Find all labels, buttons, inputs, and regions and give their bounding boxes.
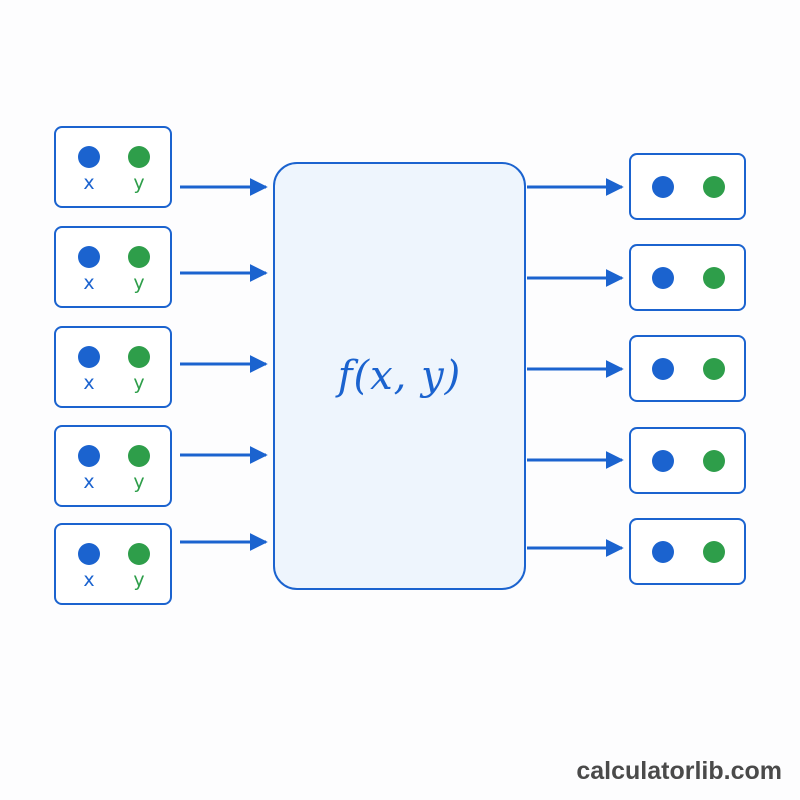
output-box-5: [629, 518, 746, 585]
input-box-3: x y: [54, 326, 172, 408]
input-box-5: x y: [54, 523, 172, 605]
input-box-4: x y: [54, 425, 172, 507]
input-box-2: x y: [54, 226, 172, 308]
y-dot: [128, 445, 150, 467]
output-box-2: [629, 244, 746, 311]
x-label: x: [83, 471, 95, 493]
function-box: f(x, y): [273, 162, 526, 590]
brand-watermark: calculatorlib.com: [576, 757, 782, 785]
y-dot: [703, 267, 725, 289]
output-box-3: [629, 335, 746, 402]
x-dot: [652, 267, 674, 289]
y-label: y: [133, 569, 145, 591]
function-label: f(x, y): [337, 353, 462, 399]
y-dot: [128, 543, 150, 565]
x-label: x: [83, 172, 95, 194]
x-dot: [652, 541, 674, 563]
x-dot: [78, 146, 100, 168]
x-label: x: [83, 372, 95, 394]
input-box-1: x y: [54, 126, 172, 208]
output-box-4: [629, 427, 746, 494]
x-dot: [78, 543, 100, 565]
y-dot: [128, 146, 150, 168]
y-dot: [703, 358, 725, 380]
y-label: y: [133, 471, 145, 493]
y-dot: [128, 246, 150, 268]
y-label: y: [133, 272, 145, 294]
x-dot: [652, 358, 674, 380]
output-box-1: [629, 153, 746, 220]
x-dot: [78, 346, 100, 368]
x-dot: [652, 176, 674, 198]
y-label: y: [133, 372, 145, 394]
y-dot: [703, 450, 725, 472]
x-dot: [652, 450, 674, 472]
x-dot: [78, 445, 100, 467]
y-label: y: [133, 172, 145, 194]
y-dot: [703, 541, 725, 563]
x-dot: [78, 246, 100, 268]
x-label: x: [83, 569, 95, 591]
x-label: x: [83, 272, 95, 294]
y-dot: [703, 176, 725, 198]
y-dot: [128, 346, 150, 368]
